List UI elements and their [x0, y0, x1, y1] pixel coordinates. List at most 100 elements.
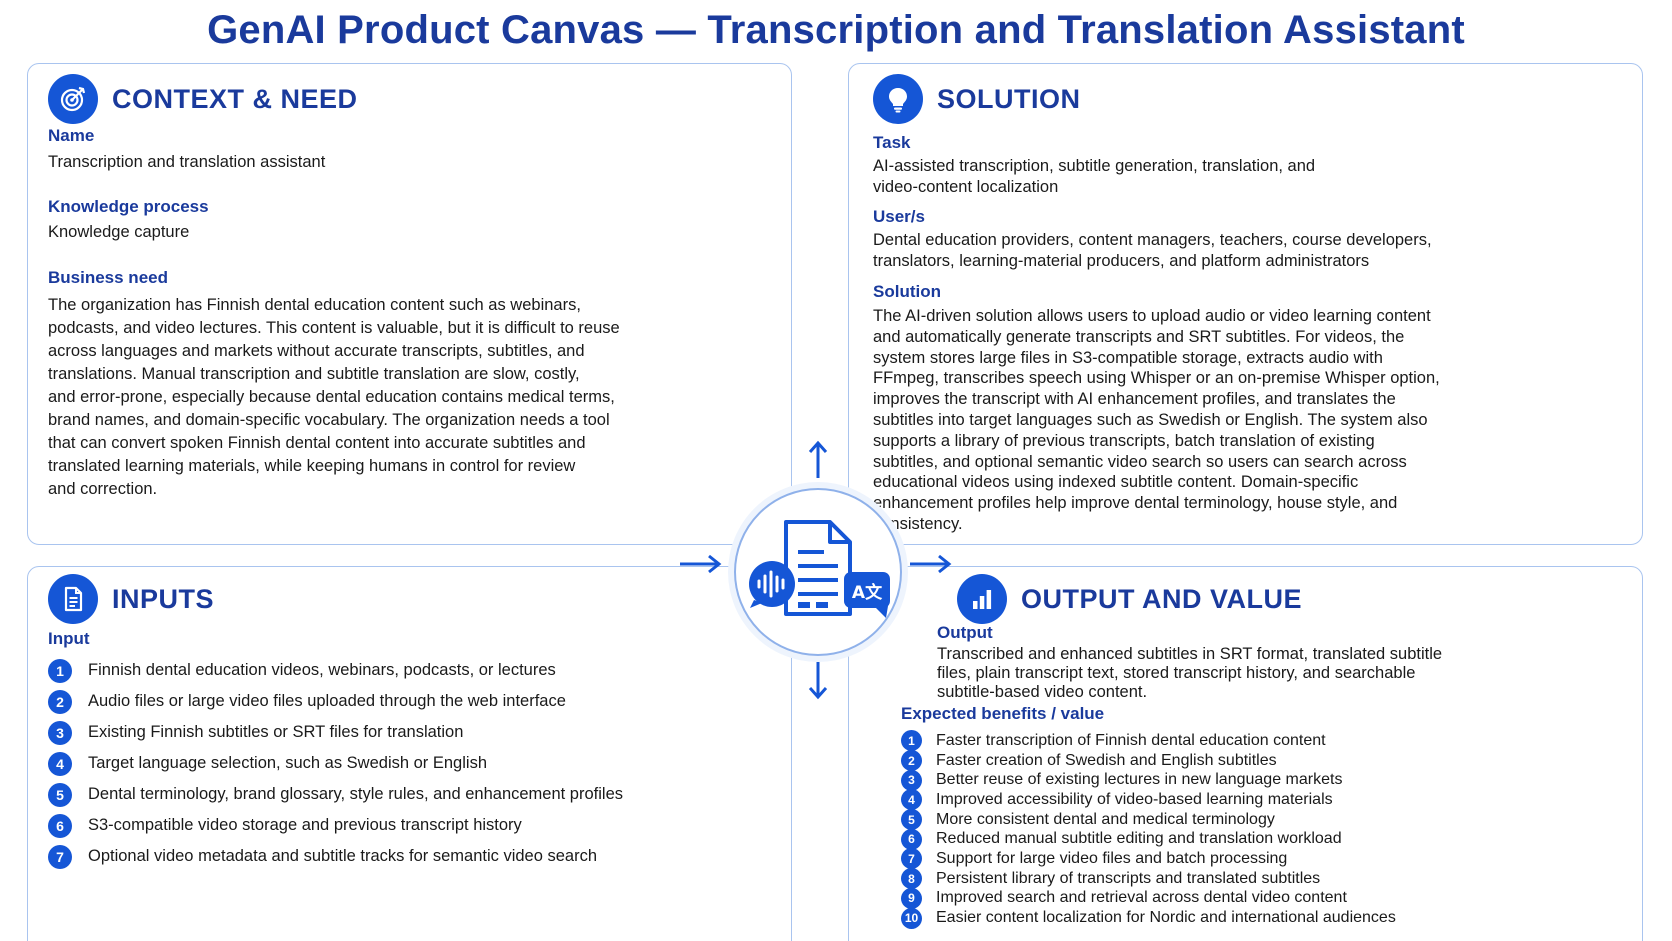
arrow-right-icon — [910, 554, 952, 574]
task-line: video-content localization — [873, 178, 1059, 196]
need-line: and correction. — [48, 480, 158, 498]
list-item: 1 Faster transcription of Finnish dental … — [901, 730, 1396, 752]
list-item: 2 Audio files or large video files upload… — [48, 686, 623, 717]
list-item: 9 Improved search and retrieval across de… — [901, 887, 1396, 909]
context-panel: CONTEXT & NEED Name Transcription and tr… — [27, 63, 792, 545]
page-title: GenAI Product Canvas — Transcription and… — [207, 8, 1465, 52]
benefit-item-text: Improved accessibility of video-based le… — [936, 790, 1333, 808]
number-badge: 8 — [901, 868, 922, 890]
number-badge: 4 — [901, 789, 922, 811]
benefit-item-text: Easier content localization for Nordic a… — [936, 909, 1396, 927]
solution-line: subtitles, and optional semantic video s… — [873, 452, 1407, 471]
translate-icon: A文 — [844, 572, 890, 608]
number-badge: 1 — [901, 730, 922, 752]
context-heading: CONTEXT & NEED — [112, 83, 358, 114]
list-item: 6 S3-compatible video storage and previou… — [48, 810, 623, 841]
number-badge: 3 — [48, 720, 72, 745]
task-line: AI-assisted transcription, subtitle gene… — [873, 157, 1316, 175]
benefits-list: 1 Faster transcription of Finnish dental … — [901, 730, 1396, 929]
solution-line: The AI-driven solution allows users to u… — [873, 307, 1431, 325]
input-item-text: Optional video metadata and subtitle tra… — [88, 847, 598, 865]
solution-line: improves the transcript with AI enhancem… — [873, 390, 1396, 409]
number-badge: 5 — [48, 782, 72, 807]
process-label: Knowledge process — [48, 197, 209, 216]
bar-chart-icon — [957, 574, 1007, 624]
central-hub: A文 — [734, 488, 902, 656]
benefit-item-text: Better reuse of existing lectures in new… — [936, 771, 1343, 789]
number-badge: 5 — [901, 809, 922, 831]
need-line: across languages and markets without acc… — [48, 342, 585, 360]
number-badge: 6 — [48, 813, 72, 838]
arrow-up-icon — [808, 440, 828, 478]
number-badge: 7 — [48, 844, 72, 869]
number-badge: 1 — [48, 658, 72, 683]
number-badge: 4 — [48, 751, 72, 776]
list-item: 7 Optional video metadata and subtitle tr… — [48, 841, 623, 872]
context-header: CONTEXT & NEED — [48, 74, 358, 124]
benefit-item-text: Faster creation of Swedish and English s… — [936, 751, 1277, 769]
input-label: Input — [48, 629, 90, 648]
need-line: and error-prone, especially because dent… — [48, 388, 615, 406]
output-line: subtitle-based video content. — [937, 683, 1148, 701]
number-badge: 9 — [901, 887, 922, 909]
users-line: translators, learning-material producers… — [873, 252, 1370, 270]
lightbulb-icon — [873, 74, 923, 124]
solution-panel: SOLUTION Task AI-assisted transcription,… — [848, 63, 1643, 545]
speech-tail-icon — [874, 606, 888, 618]
number-badge: 3 — [901, 769, 922, 791]
need-line: translations. Manual transcription and s… — [48, 365, 580, 383]
benefit-item-text: More consistent dental and medical termi… — [936, 810, 1275, 828]
output-line: files, plain transcript text, stored tra… — [937, 664, 1416, 682]
need-line: The organization has Finnish dental educ… — [48, 296, 581, 314]
list-item: 3 Existing Finnish subtitles or SRT files… — [48, 717, 623, 748]
number-badge: 2 — [48, 689, 72, 714]
list-item: 5 More consistent dental and medical term… — [901, 809, 1396, 831]
target-icon — [48, 74, 98, 124]
solution-line: FFmpeg, transcribes speech using Whisper… — [873, 369, 1440, 388]
benefit-item-text: Faster transcription of Finnish dental e… — [936, 731, 1326, 749]
output-header: OUTPUT AND VALUE — [957, 574, 1302, 624]
benefit-item-text: Reduced manual subtitle editing and tran… — [936, 830, 1342, 848]
output-label: Output — [937, 623, 993, 642]
arrow-down-icon — [808, 662, 828, 700]
process-value: Knowledge capture — [48, 223, 190, 241]
users-text: Dental education providers, content mana… — [873, 230, 1432, 272]
need-line: translated learning materials, while kee… — [48, 457, 576, 475]
input-item-text: Existing Finnish subtitles or SRT files … — [88, 723, 464, 741]
arrow-right-icon — [680, 554, 722, 574]
task-label: Task — [873, 133, 911, 152]
need-line: brand names, and domain-specific vocabul… — [48, 411, 610, 429]
solution-line: and automatically generate transcripts a… — [873, 327, 1405, 346]
solution-line: supports a library of previous transcrip… — [873, 431, 1375, 450]
need-text: The organization has Finnish dental educ… — [48, 294, 620, 501]
benefit-item-text: Persistent library of transcripts and tr… — [936, 869, 1321, 887]
inputs-heading: INPUTS — [112, 583, 215, 614]
input-item-text: S3-compatible video storage and previous… — [88, 816, 522, 834]
output-text: Transcribed and enhanced subtitles in SR… — [937, 645, 1442, 702]
list-item: 2 Faster creation of Swedish and English … — [901, 750, 1396, 772]
solution-line: subtitles into target languages such as … — [873, 410, 1428, 429]
input-item-text: Target language selection, such as Swedi… — [88, 754, 487, 772]
output-line: Transcribed and enhanced subtitles in SR… — [937, 645, 1443, 663]
solution-label: Solution — [873, 282, 941, 301]
users-line: Dental education providers, content mana… — [873, 231, 1432, 249]
document-icon — [48, 574, 98, 624]
benefit-item-text: Improved search and retrieval across den… — [936, 889, 1347, 907]
solution-text: The AI-driven solution allows users to u… — [873, 306, 1440, 535]
number-badge: 7 — [901, 848, 922, 870]
number-badge: 2 — [901, 750, 922, 772]
solution-line: system stores large files in S3-compatib… — [873, 348, 1383, 367]
task-text: AI-assisted transcription, subtitle gene… — [873, 156, 1315, 198]
output-panel: OUTPUT AND VALUE Output Transcribed and … — [848, 566, 1643, 941]
solution-line: consistency. — [873, 514, 963, 533]
input-item-text: Audio files or large video files uploade… — [88, 692, 566, 710]
solution-header: SOLUTION — [873, 74, 1081, 124]
list-item: 4 Improved accessibility of video-based l… — [901, 789, 1396, 811]
